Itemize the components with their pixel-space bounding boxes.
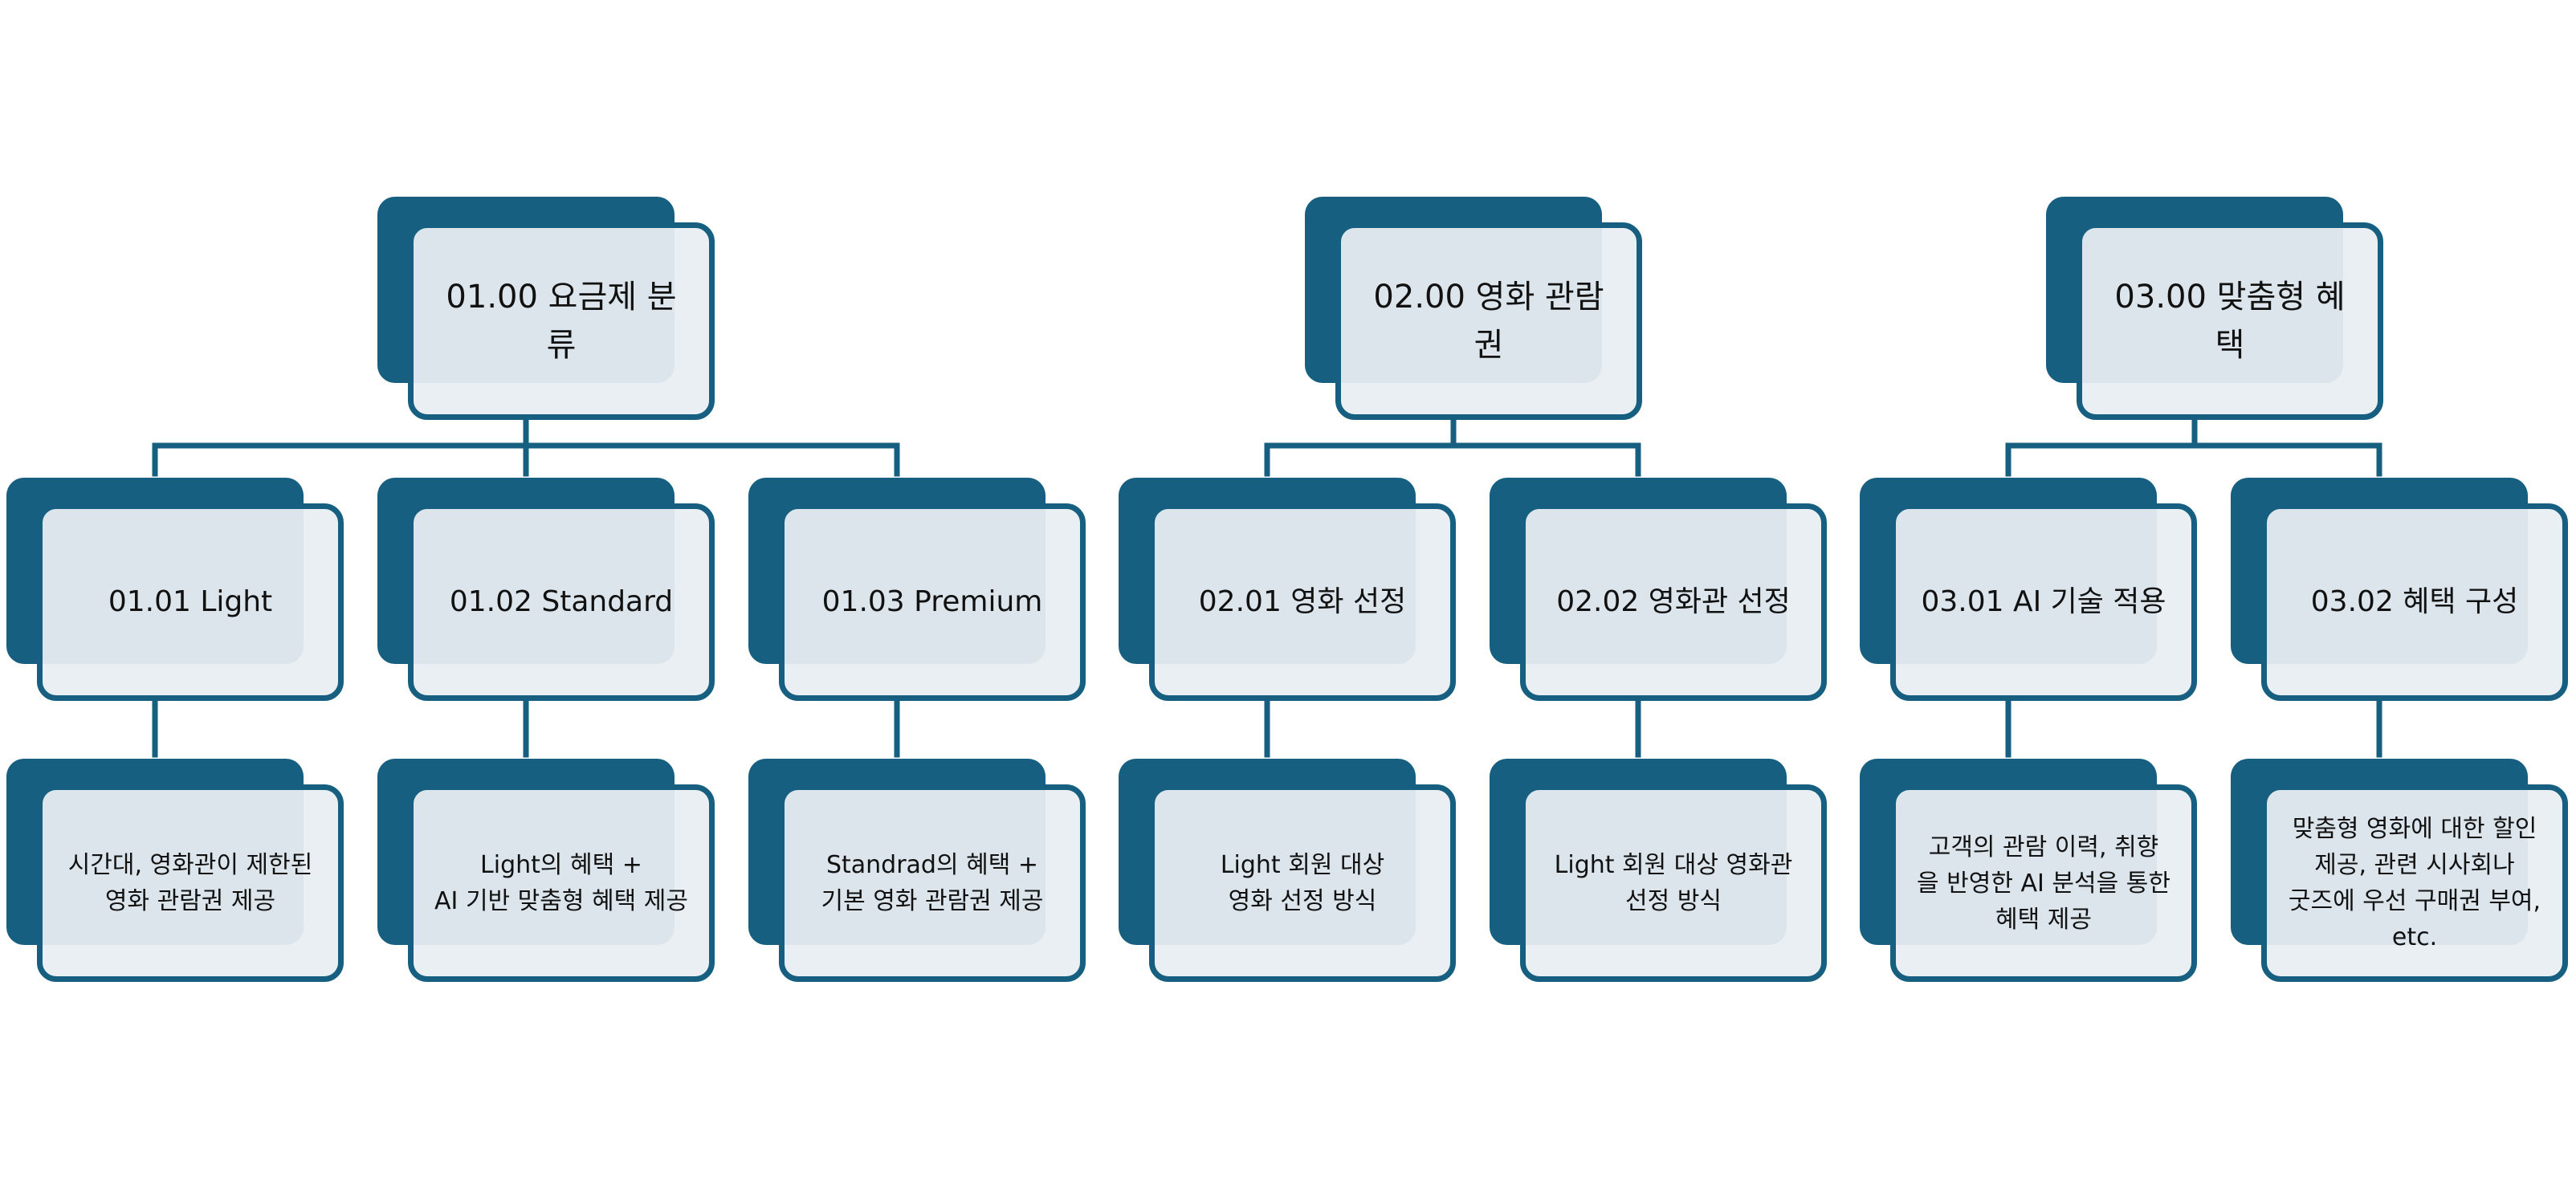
node-card: 01.03 Premium	[779, 503, 1086, 701]
node-card: Standrad의 혜택 + 기본 영화 관람권 제공	[779, 784, 1086, 982]
node-card: 고객의 관람 이력, 취향 을 반영한 AI 분석을 통한 혜택 제공	[1890, 784, 2197, 982]
node-title: 01.03 Premium	[821, 585, 1043, 618]
node-title: 02.02 영화관 선정	[1556, 585, 1791, 618]
node-title: 03.02 혜택 구성	[2310, 585, 2519, 618]
node-description: Light 회원 대상 영화 선정 방식	[1220, 851, 1385, 915]
node-card: Light의 혜택 + AI 기반 맞춤형 혜택 제공	[408, 784, 715, 982]
node-description: Light의 혜택 + AI 기반 맞춤형 혜택 제공	[434, 851, 688, 915]
node-card: 03.01 AI 기술 적용	[1890, 503, 2197, 701]
node-title: 01.00 요금제 분류	[446, 279, 677, 364]
node-card: 맞춤형 영화에 대한 할인 제공, 관련 시사회나 굿즈에 우선 구매권 부여,…	[2261, 784, 2568, 982]
node-title: 03.00 맞춤형 혜택	[2114, 279, 2346, 364]
node-title: 02.00 영화 관람권	[1373, 279, 1604, 364]
node-card: 03.02 혜택 구성	[2261, 503, 2568, 701]
node-card: 02.02 영화관 선정	[1520, 503, 1827, 701]
node-card: 시간대, 영화관이 제한된 영화 관람권 제공	[37, 784, 344, 982]
node-title: 01.02 Standard	[449, 585, 674, 618]
node-card: Light 회원 대상 영화관 선정 방식	[1520, 784, 1827, 982]
node-title: 02.01 영화 선정	[1198, 585, 1407, 618]
node-description: 시간대, 영화관이 제한된 영화 관람권 제공	[67, 851, 313, 915]
node-description: Light 회원 대상 영화관 선정 방식	[1554, 851, 1793, 915]
node-card: 01.00 요금제 분류	[408, 222, 715, 420]
node-card: Light 회원 대상 영화 선정 방식	[1149, 784, 1456, 982]
node-card: 01.01 Light	[37, 503, 344, 701]
node-description: Standrad의 혜택 + 기본 영화 관람권 제공	[821, 851, 1044, 915]
node-title: 03.01 AI 기술 적용	[1921, 585, 2166, 618]
node-description: 맞춤형 영화에 대한 할인 제공, 관련 시사회나 굿즈에 우선 구매권 부여,…	[2288, 815, 2541, 951]
node-card: 02.00 영화 관람권	[1335, 222, 1642, 420]
node-card: 02.01 영화 선정	[1149, 503, 1456, 701]
node-title: 01.01 Light	[108, 585, 273, 618]
node-card: 01.02 Standard	[408, 503, 715, 701]
node-card: 03.00 맞춤형 혜택	[2077, 222, 2383, 420]
node-description: 고객의 관람 이력, 취향 을 반영한 AI 분석을 통한 혜택 제공	[1917, 833, 2170, 934]
